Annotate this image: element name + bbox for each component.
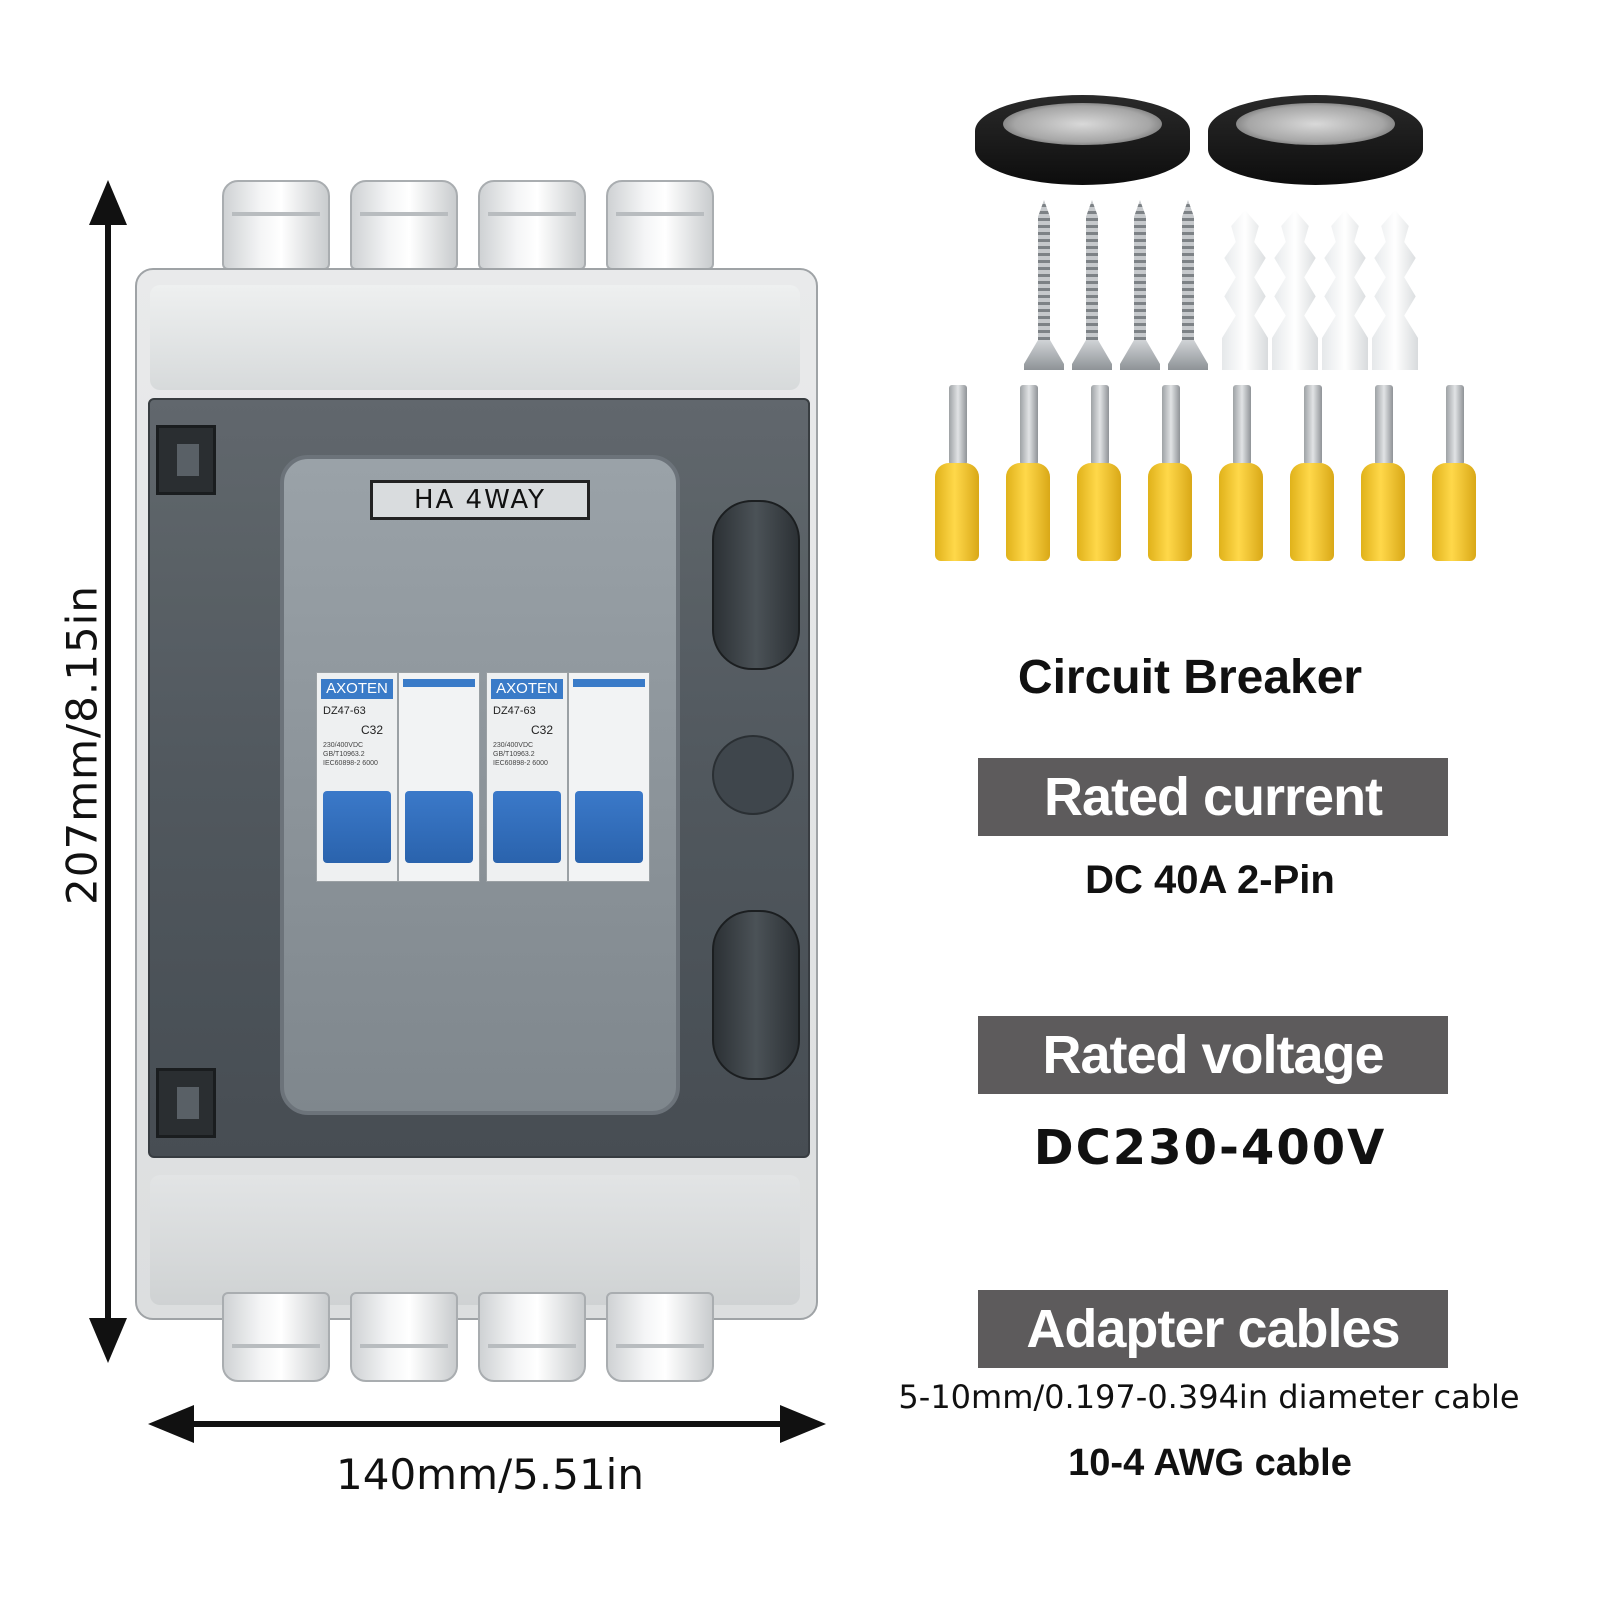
- circuit-breaker-1-pole-2: [398, 672, 480, 882]
- crimp-terminal-8: [1432, 385, 1476, 565]
- height-dimension-line: [105, 205, 111, 1325]
- breaker-toggle: [323, 791, 391, 863]
- rated-current-value: DC 40A 2-Pin: [1085, 858, 1335, 902]
- rated-current-banner: Rated current: [978, 758, 1448, 836]
- wall-anchor-4: [1372, 210, 1418, 370]
- cable-gland-top-2: [350, 180, 458, 270]
- cable-gland-bottom-3: [478, 1292, 586, 1382]
- box-top-band: [150, 285, 800, 390]
- cable-awg-value: 10-4 AWG cable: [1068, 1442, 1352, 1484]
- cable-gland-top-1: [222, 180, 330, 270]
- cover-latch-top: [712, 500, 800, 670]
- height-dimension-text: 207mm/8.15in: [57, 585, 107, 905]
- breaker-model: DZ47-63: [323, 705, 366, 717]
- cable-gland-top-4: [606, 180, 714, 270]
- width-dimension-line: [180, 1421, 790, 1427]
- wall-anchor-1: [1222, 210, 1268, 370]
- cable-gland-bottom-1: [222, 1292, 330, 1382]
- breaker-brand: AXOTEN: [491, 679, 563, 699]
- hinge-bottom-icon: [156, 1068, 216, 1138]
- cover-latch-bottom: [712, 910, 800, 1080]
- arrow-up-icon: [89, 180, 127, 225]
- cable-gland-bottom-2: [350, 1292, 458, 1382]
- breaker-brand: AXOTEN: [321, 679, 393, 699]
- adapter-cables-banner: Adapter cables: [978, 1290, 1448, 1368]
- spec-title: Circuit Breaker: [1017, 651, 1363, 704]
- crimp-terminal-5: [1219, 385, 1263, 565]
- breaker-toggle: [493, 791, 561, 863]
- rated-voltage-banner: Rated voltage: [978, 1016, 1448, 1094]
- wall-anchor-3: [1322, 210, 1368, 370]
- circuit-breaker-2-pole-2: [568, 672, 650, 882]
- cable-diameter-note: 5-10mm/0.197-0.394in diameter cable: [898, 1378, 1520, 1416]
- crimp-terminal-3: [1077, 385, 1121, 565]
- screw-3: [1120, 200, 1160, 380]
- breaker-model: DZ47-63: [493, 705, 536, 717]
- breaker-spec: 230/400VDC GB/T10963.2 IEC60898-2 6000: [323, 742, 378, 767]
- crimp-terminal-6: [1290, 385, 1334, 565]
- rated-voltage-value: DC230-400V: [1033, 1120, 1387, 1176]
- crimp-terminal-7: [1361, 385, 1405, 565]
- breaker-spec: 230/400VDC GB/T10963.2 IEC60898-2 6000: [493, 742, 548, 767]
- cable-gland-bottom-4: [606, 1292, 714, 1382]
- insulation-tape-2: [1208, 95, 1423, 185]
- hinge-top-icon: [156, 425, 216, 495]
- crimp-terminal-2: [1006, 385, 1050, 565]
- wall-anchor-2: [1272, 210, 1318, 370]
- screw-4: [1168, 200, 1208, 380]
- breaker-toggle: [405, 791, 473, 863]
- cable-gland-top-3: [478, 180, 586, 270]
- screw-1: [1024, 200, 1064, 380]
- breaker-rating: C32: [361, 723, 384, 737]
- screw-2: [1072, 200, 1112, 380]
- arrow-down-icon: [89, 1318, 127, 1363]
- arrow-right-icon: [780, 1405, 826, 1443]
- name-plate: HA 4WAY: [370, 480, 590, 520]
- width-dimension-label: 140mm/5.51in: [336, 1450, 644, 1499]
- breaker-toggle: [575, 791, 643, 863]
- insulation-tape-1: [975, 95, 1190, 185]
- circuit-breaker-2: AXOTEN DZ47-63 C32 230/400VDC GB/T10963.…: [486, 672, 568, 882]
- breaker-rating: C32: [531, 723, 554, 737]
- circuit-breaker-1: AXOTEN DZ47-63 C32 230/400VDC GB/T10963.…: [316, 672, 398, 882]
- box-bottom-band: [150, 1175, 800, 1305]
- arrow-left-icon: [148, 1405, 194, 1443]
- cover-knob: [712, 735, 794, 815]
- crimp-terminal-1: [935, 385, 979, 565]
- crimp-terminal-4: [1148, 385, 1192, 565]
